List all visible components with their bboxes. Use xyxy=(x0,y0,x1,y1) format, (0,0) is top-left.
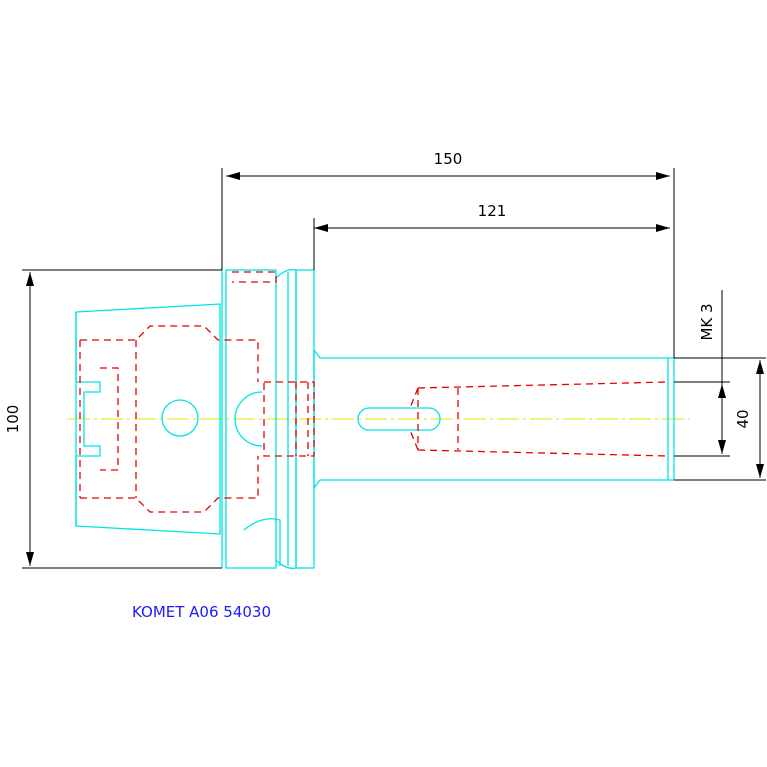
dimension-overall-length: 150 xyxy=(221,150,675,358)
shank-length-label: 121 xyxy=(478,202,507,220)
flange-diameter-label: 100 xyxy=(4,405,22,434)
bore-diameter-label: 40 xyxy=(734,409,752,428)
dimension-shank-length: 121 xyxy=(313,202,670,270)
part-number-label: KOMET A06 54030 xyxy=(132,603,271,621)
tool-holder-outline xyxy=(75,269,675,569)
taper-label: MK 3 xyxy=(698,303,716,340)
dimension-taper: MK 3 xyxy=(674,290,730,457)
dimension-bore-diameter: 40 xyxy=(674,357,766,481)
dimension-flange-diameter: 100 xyxy=(4,269,222,569)
hidden-lines xyxy=(79,271,669,513)
overall-length-label: 150 xyxy=(434,150,463,168)
